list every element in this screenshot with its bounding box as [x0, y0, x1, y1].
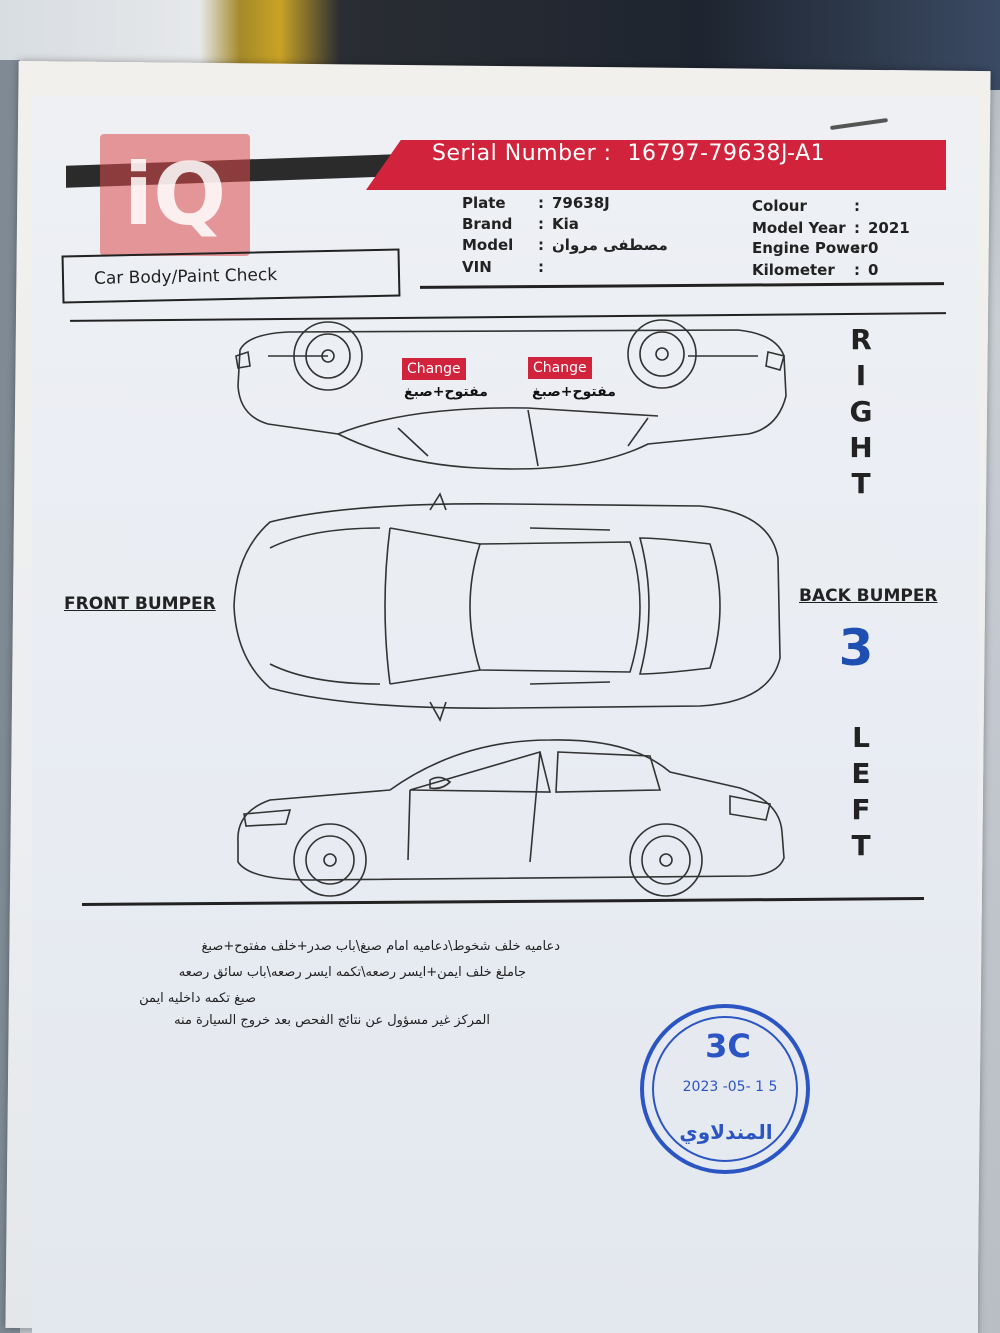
- serial-number: Serial Number : 16797-79638J-A1: [432, 138, 932, 170]
- colour-colon: :: [854, 197, 860, 215]
- engine-power-field: Engine Power:0: [752, 238, 878, 258]
- logo-text: iQ: [123, 145, 227, 245]
- brand-value: Kia: [552, 215, 579, 233]
- note-line-3: صبغ تكمه داخليه ايمن: [139, 991, 256, 1006]
- kilometer-label: Kilometer: [752, 261, 835, 279]
- left-letter-l: L: [852, 721, 870, 754]
- colour-label: Colour: [752, 197, 807, 215]
- plate-colon: :: [538, 194, 544, 212]
- brand-label: Brand: [462, 215, 513, 233]
- plate-value: 79638J: [552, 194, 610, 212]
- model-label: Model: [462, 236, 514, 254]
- plate-field: Plate:79638J: [462, 193, 610, 213]
- car-top-view-diagram: [233, 492, 781, 722]
- stamp-code: 3C: [705, 1027, 751, 1065]
- right-letter-t: T: [851, 467, 871, 500]
- inspection-sheet: [32, 96, 978, 1333]
- engine-power-label: Engine Power: [752, 239, 868, 257]
- damage-tag-rear-door: Change: [528, 357, 592, 379]
- model-year-value: 2021: [868, 219, 910, 237]
- brand-field: Brand: Kia: [462, 214, 579, 234]
- model-field: Model: مصطفى مروان: [462, 235, 668, 255]
- damage-note-rear-door: مفتوح+صبغ: [532, 384, 616, 400]
- model-year-colon: :: [854, 219, 860, 237]
- damage-note-front-door: مفتوح+صبغ: [404, 384, 488, 400]
- condition-grade: 3: [838, 619, 874, 677]
- stamp-name: المندلاوي: [679, 1120, 773, 1144]
- stamp-inner-ring: [652, 1016, 798, 1162]
- right-letter-i: I: [855, 359, 867, 392]
- kilometer-value: 0: [868, 261, 879, 279]
- vin-label: VIN: [462, 258, 492, 276]
- car-left-side-diagram: [237, 739, 785, 897]
- serial-value: 16797-79638J-A1: [627, 141, 826, 166]
- left-letter-f: F: [851, 793, 871, 826]
- company-logo: iQ: [100, 134, 250, 256]
- form-title-box: Car Body/Paint Check: [61, 248, 401, 304]
- model-value: مصطفى مروان: [552, 236, 668, 254]
- disclaimer-note: المركز غير مسؤول عن نتائج الفحص بعد خروج…: [174, 1013, 490, 1028]
- engine-power-value: 0: [868, 239, 879, 257]
- header-band-red: [366, 140, 946, 190]
- vin-field: VIN:: [462, 257, 552, 277]
- colour-field: Colour:: [752, 196, 868, 216]
- right-letter-h: H: [849, 431, 873, 464]
- engine-power-colon: :: [854, 239, 860, 257]
- serial-label: Serial Number :: [432, 141, 612, 166]
- left-letter-e: E: [851, 757, 871, 790]
- model-year-label: Model Year: [752, 219, 846, 237]
- model-year-field: Model Year:2021: [752, 218, 910, 238]
- stamp-date: 2023 -05- 1 5: [682, 1079, 778, 1095]
- model-colon: :: [538, 236, 544, 254]
- kilometer-field: Kilometer:0: [752, 260, 878, 280]
- note-line-2: جاملغ خلف ايمن+ايسر رصعه\تكمه ايسر رصعه\…: [178, 965, 526, 980]
- form-title: Car Body/Paint Check: [93, 265, 278, 289]
- right-letter-g: G: [849, 395, 873, 428]
- front-bumper-label: FRONT BUMPER: [64, 594, 216, 614]
- car-right-side-diagram: [235, 319, 787, 470]
- vin-colon: :: [538, 258, 544, 276]
- kilometer-colon: :: [854, 261, 860, 279]
- left-letter-t2: T: [851, 829, 871, 862]
- brand-colon: :: [538, 215, 544, 233]
- note-line-1: دعاميه خلف شخوط\دعاميه امام صبغ\باب صدر+…: [201, 939, 560, 954]
- back-bumper-label: BACK BUMPER: [799, 586, 938, 606]
- damage-tag-front-door: Change: [402, 358, 466, 380]
- plate-label: Plate: [462, 194, 506, 212]
- right-letter-r: R: [850, 323, 872, 356]
- inspection-stamp: 3C 2023 -05- 1 5 المندلاوي: [640, 1004, 810, 1174]
